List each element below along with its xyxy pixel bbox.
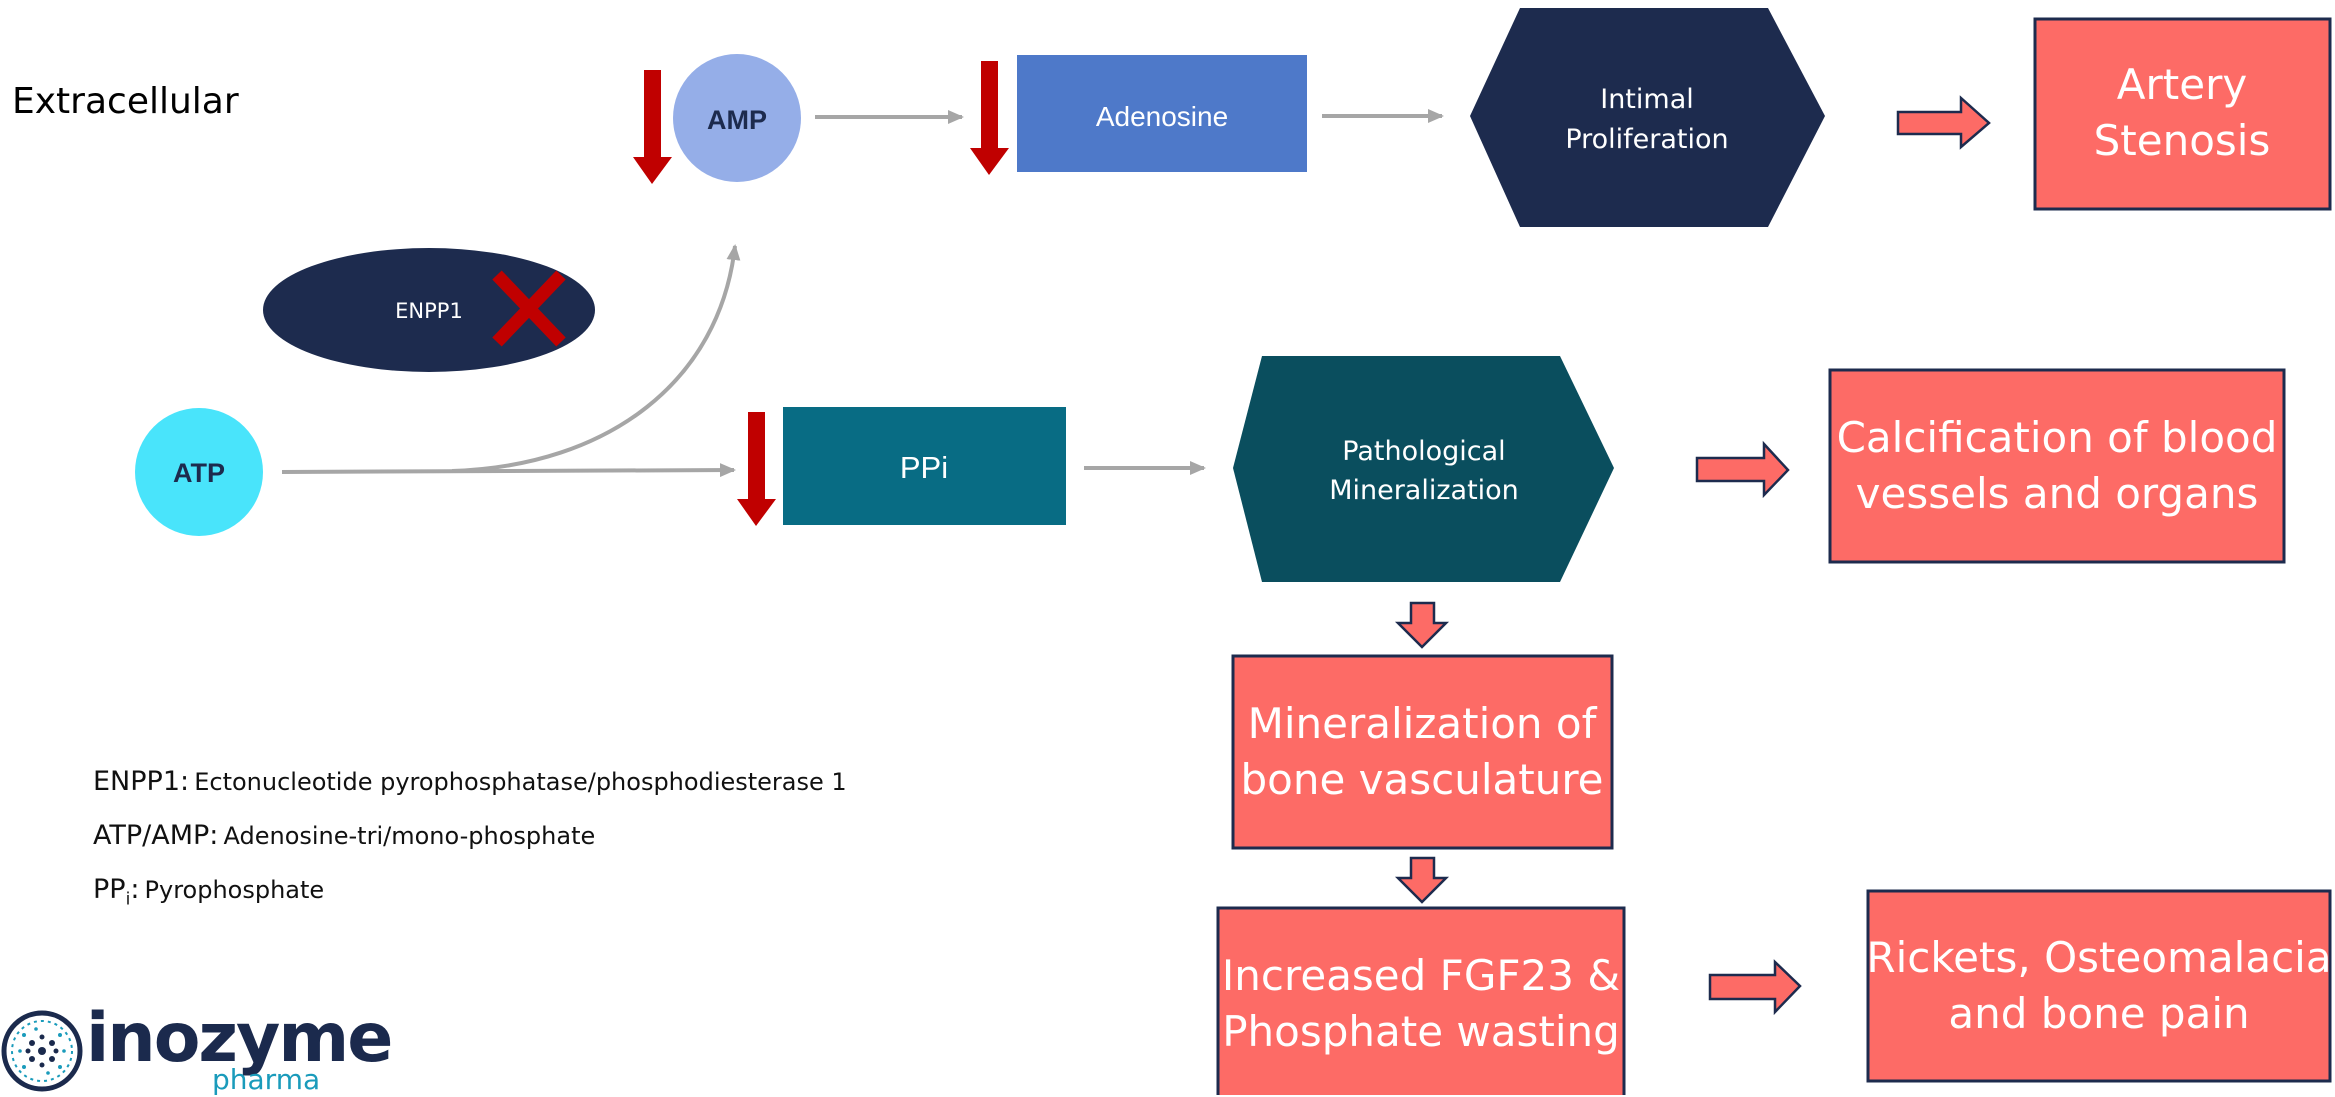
- calcification-line1: Calcification of blood: [1837, 413, 2278, 462]
- connectors: [281, 109, 1444, 478]
- enpp1-label: ENPP1: [395, 299, 463, 323]
- fgf23-line1: Increased FGF23 &: [1222, 951, 1620, 1000]
- bone-vasc-line2: bone vasculature: [1240, 755, 1603, 804]
- legend-row-ppi: PPi: Pyrophosphate: [93, 870, 847, 924]
- intimal-line1: Intimal: [1600, 84, 1694, 115]
- block-arrow-icon: [1896, 95, 1991, 150]
- legend-key-colon: :: [130, 874, 140, 905]
- ppi-node: PPi: [783, 407, 1066, 525]
- decrease-marker-amp: [633, 70, 672, 184]
- legend-value: Pyrophosphate: [144, 876, 325, 904]
- amp-label: AMP: [707, 105, 767, 135]
- intimal-line2: Proliferation: [1565, 124, 1728, 155]
- logo-tagline: pharma: [212, 1063, 321, 1096]
- legend-key-main: PP: [93, 874, 126, 905]
- bone-vasculature-box: Mineralization of bone vasculature: [1231, 654, 1614, 850]
- block-arrow-icon: [1394, 856, 1450, 904]
- legend-key: PPi:: [93, 874, 140, 909]
- bone-vasc-line1: Mineralization of: [1248, 699, 1598, 748]
- block-arrow-icon: [1708, 959, 1802, 1016]
- pathological-mineralization-node: Pathological Mineralization: [1233, 356, 1614, 582]
- legend-row-enpp1: ENPP1: Ectonucleotide pyrophosphatase/ph…: [93, 762, 847, 816]
- connector-atp-amp: [451, 244, 741, 473]
- pathological-line1: Pathological: [1342, 436, 1505, 467]
- enpp1-node: ENPP1: [263, 248, 595, 372]
- legend-key-sub: i: [125, 889, 131, 910]
- block-arrow-icon: [1695, 440, 1790, 499]
- amp-node: AMP: [673, 54, 801, 182]
- legend-key: ENPP1:: [93, 766, 190, 797]
- atp-label: ATP: [173, 458, 225, 488]
- legend-key: ATP/AMP:: [93, 820, 219, 851]
- decrease-marker-ppi: [737, 412, 776, 526]
- adenosine-label: Adenosine: [1096, 101, 1228, 132]
- company-logo: inozyme pharma: [0, 999, 393, 1096]
- abbreviation-legend: ENPP1: Ectonucleotide pyrophosphatase/ph…: [93, 762, 847, 924]
- adenosine-node: Adenosine: [1017, 55, 1307, 172]
- intimal-proliferation-node: Intimal Proliferation: [1470, 8, 1825, 227]
- calcification-line2: vessels and organs: [1856, 469, 2259, 518]
- connector-atp-ppi: [281, 463, 736, 478]
- legend-row-atp-amp: ATP/AMP: Adenosine-tri/mono-phosphate: [93, 816, 847, 870]
- decrease-marker-adenosine: [970, 61, 1009, 175]
- artery-stenosis-box: Artery Stenosis: [2033, 17, 2332, 211]
- artery-line2: Stenosis: [2094, 116, 2271, 165]
- ppi-label: PPi: [900, 450, 948, 485]
- pathological-line2: Mineralization: [1329, 475, 1519, 506]
- fgf23-box: Increased FGF23 & Phosphate wasting: [1216, 906, 1626, 1095]
- artery-line1: Artery: [2117, 60, 2247, 109]
- block-arrow-icon: [1394, 601, 1450, 649]
- rickets-box: Rickets, Osteomalacia and bone pain: [1866, 889, 2332, 1083]
- logo-mark-icon: [1, 1010, 83, 1092]
- legend-value: Ectonucleotide pyrophosphatase/phosphodi…: [194, 768, 847, 796]
- fgf23-line2: Phosphate wasting: [1222, 1007, 1620, 1056]
- rickets-line2: and bone pain: [1948, 989, 2249, 1038]
- logo-wordmark: inozyme: [86, 999, 393, 1078]
- legend-value: Adenosine-tri/mono-phosphate: [223, 822, 596, 850]
- rickets-line1: Rickets, Osteomalacia: [1866, 933, 2331, 982]
- calcification-box: Calcification of blood vessels and organ…: [1828, 368, 2286, 564]
- atp-node: ATP: [135, 408, 263, 536]
- x-mark-icon: [492, 270, 566, 347]
- region-label: Extracellular: [12, 81, 239, 122]
